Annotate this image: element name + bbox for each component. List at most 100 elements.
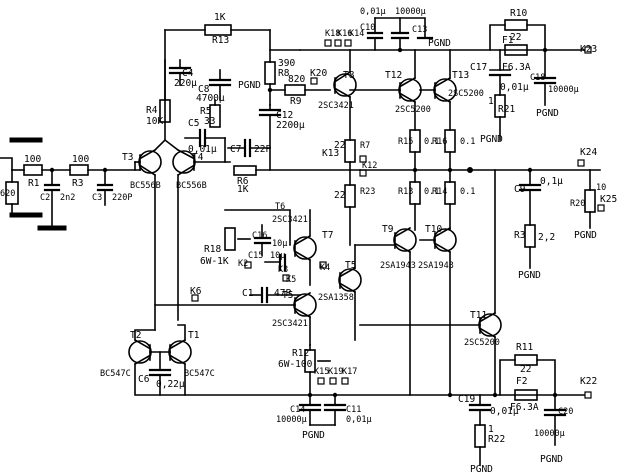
label-r10: R10 — [510, 8, 527, 19]
label-f2-value: F6.3A — [510, 402, 539, 413]
label-pgnd-r3: PGND — [518, 270, 541, 281]
label-c20-value: 10000μ — [534, 429, 565, 439]
label-k6: K6 — [190, 286, 202, 297]
current-mirror — [128, 324, 192, 396]
label-r11: R11 — [516, 342, 533, 353]
label-f1-value: F6.3A — [502, 62, 531, 73]
feedback-network — [159, 24, 361, 176]
label-k16: K16 — [337, 29, 352, 39]
label-c20: C20 — [558, 407, 573, 417]
label-t4: T4 — [192, 152, 204, 163]
label-r2-value: 620 — [0, 189, 15, 199]
label-c1: C1 — [242, 288, 254, 299]
label-t2: T2 — [130, 330, 141, 341]
label-r3-zobel-value: 2,2 — [538, 232, 555, 243]
label-t9-type: 2SA1943 — [380, 261, 416, 271]
label-t1: T1 — [188, 330, 200, 341]
label-pgnd-r21: PGND — [480, 134, 503, 145]
label-pgnd-r20: PGND — [574, 230, 597, 241]
negative-rail — [184, 169, 592, 466]
label-r23-value: 22 — [334, 190, 345, 201]
label-r18-value: 6W-1K — [200, 256, 229, 267]
label-r1-value: 100 — [24, 154, 41, 165]
label-t8-type: 2SC3421 — [318, 101, 354, 111]
label-c9: C9 — [514, 184, 526, 195]
label-t4-type: BC556B — [176, 181, 207, 191]
label-t6-type: 2SC3421 — [272, 215, 308, 225]
label-pgnd-c18: PGND — [536, 108, 559, 119]
label-c10: C10 — [360, 23, 375, 33]
label-c19: C19 — [458, 394, 475, 405]
label-c7-value: 22P — [254, 144, 271, 155]
label-c14-value: 10000μ — [276, 415, 307, 425]
label-c18: C18 — [530, 73, 545, 83]
label-r13-top-value: 1K — [214, 12, 226, 23]
label-r9-value: 820 — [288, 74, 305, 85]
label-pgnd-c13: PGND — [428, 38, 451, 49]
label-f2: F2 — [516, 376, 527, 387]
label-t5-vas: T5 — [345, 260, 356, 271]
label-r3: R3 — [72, 178, 83, 189]
label-r3-value: 100 — [72, 154, 89, 165]
input-section — [0, 137, 141, 231]
label-r5: R5 — [200, 106, 211, 117]
label-c8: C8 — [198, 84, 210, 95]
label-r20-value: 10 — [596, 183, 606, 193]
label-r8-value: 390 — [278, 58, 295, 69]
label-c7: C7 — [230, 144, 241, 155]
vas-driver — [154, 209, 362, 346]
label-t8: T8 — [343, 70, 355, 81]
label-c4: C4 — [182, 68, 194, 79]
label-pgnd-c8: PGND — [238, 80, 261, 91]
label-c14: C14 — [290, 405, 305, 415]
label-r15-value: 0.1 — [424, 137, 439, 147]
positive-rail — [299, 17, 592, 141]
label-c2: C2 — [40, 193, 50, 203]
label-c5: C5 — [188, 118, 199, 129]
label-r6: R6 — [237, 176, 249, 187]
diff-pair — [134, 29, 231, 331]
label-c15: C15 — [248, 251, 263, 261]
label-t13: T13 — [452, 70, 469, 81]
label-r5-value: 33 — [204, 116, 215, 127]
label-t3: T3 — [122, 152, 133, 163]
label-r6-value: 1K — [237, 184, 249, 195]
label-c8-value: 4700μ — [196, 93, 225, 104]
label-t10: T10 — [425, 224, 442, 235]
label-r13-top: R13 — [212, 35, 229, 46]
label-c6-value: 0,22μ — [156, 379, 185, 390]
label-f1: F1 — [502, 35, 514, 46]
label-r14: R14 — [432, 187, 447, 197]
label-c19-value: 0,01μ — [490, 406, 519, 417]
label-k12: K12 — [362, 161, 377, 171]
label-k15: K15 — [314, 367, 329, 377]
label-k23: K23 — [580, 44, 597, 55]
label-k18: K18 — [325, 29, 340, 39]
label-r1: R1 — [28, 178, 40, 189]
label-c9-value: 0,1μ — [540, 176, 563, 187]
label-r14-value: 0.1 — [460, 187, 475, 197]
label-k19: K19 — [328, 367, 343, 377]
label-t3-type: BC556B — [130, 181, 161, 191]
label-c11-value: 0,01μ — [346, 415, 372, 425]
label-c13-value: 10000μ — [395, 7, 426, 17]
label-k4: K4 — [320, 263, 330, 273]
label-pgnd-c20: PGND — [540, 454, 563, 465]
label-t5-driver: T5 — [282, 290, 293, 301]
label-c16-value: 10μ — [272, 239, 287, 249]
label-t13-type: 2SC5200 — [448, 89, 484, 99]
label-r4: R4 — [146, 105, 158, 116]
label-c4-value: 220μ — [174, 78, 197, 89]
label-c1-value: 47P — [274, 288, 291, 299]
label-c17: C17 — [470, 62, 487, 73]
label-t7: T7 — [322, 230, 333, 241]
label-t5-vas-type: 2SA1358 — [318, 293, 354, 303]
label-t10-type: 2SA1943 — [418, 261, 454, 271]
label-r3-zobel: R3 — [514, 230, 525, 241]
label-c6: C6 — [138, 374, 150, 385]
label-r20: R20 — [570, 199, 585, 209]
label-pgnd-c14: PGND — [302, 430, 325, 441]
label-c15-value: 10μ — [270, 251, 285, 261]
label-k17: K17 — [342, 367, 357, 377]
